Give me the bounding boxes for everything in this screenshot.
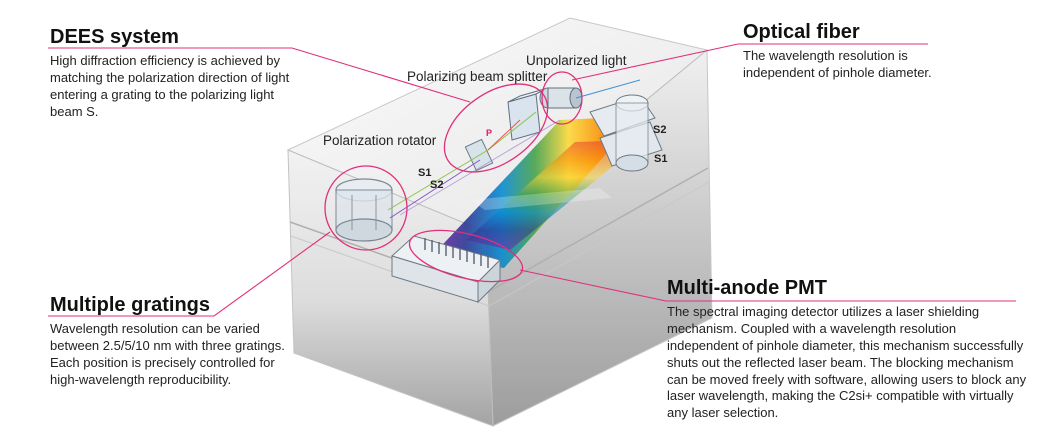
callout-fiber: Optical fiber The wavelength resolution … bbox=[743, 21, 953, 82]
leader-line-dees bbox=[48, 47, 471, 103]
dispersed-spectrum bbox=[430, 116, 645, 268]
spectrum-beam-lower bbox=[466, 140, 645, 250]
callout-gratings-text: Wavelength resolution can be varied betw… bbox=[50, 321, 285, 387]
fiber-collimator bbox=[539, 87, 583, 109]
enclosure-shelf-line-lower bbox=[290, 181, 710, 307]
callout-dees: DEES system High diffraction efficiency … bbox=[50, 26, 300, 121]
label-polarization-rotator: Polarization rotator bbox=[323, 133, 437, 148]
label-s1-right: S1 bbox=[654, 153, 668, 165]
callout-gratings: Multiple gratings Wavelength resolution … bbox=[50, 294, 290, 389]
label-beam-splitter: Polarizing beam splitter bbox=[407, 69, 548, 84]
callout-pmt: Multi-anode PMT The spectral imaging det… bbox=[667, 277, 1029, 422]
mirror-assembly bbox=[589, 94, 663, 172]
callout-circle-fiber bbox=[541, 71, 583, 125]
label-unpolarized-light: Unpolarized light bbox=[526, 53, 627, 68]
label-s1-left: S1 bbox=[418, 167, 432, 179]
callout-pmt-text: The spectral imaging detector utilizes a… bbox=[667, 304, 1027, 421]
callout-fiber-title: Optical fiber bbox=[743, 21, 860, 43]
grating-turret bbox=[335, 178, 393, 242]
leader-line-gratings bbox=[48, 231, 331, 317]
callout-fiber-text: The wavelength resolution is independent… bbox=[743, 48, 932, 80]
leader-line-fiber bbox=[571, 43, 928, 81]
callout-pmt-title: Multi-anode PMT bbox=[667, 277, 827, 299]
callout-circle-gratings bbox=[324, 165, 408, 251]
callout-circle-dees bbox=[443, 83, 549, 173]
pmt-detector-array bbox=[391, 235, 501, 304]
label-p: P bbox=[486, 128, 493, 138]
optical-components bbox=[335, 79, 663, 304]
beam-paths bbox=[387, 79, 641, 219]
callout-dees-text: High diffraction efficiency is achieved … bbox=[50, 53, 290, 119]
spectrum-beam-band bbox=[470, 188, 612, 210]
callout-gratings-title: Multiple gratings bbox=[50, 294, 210, 316]
leader-line-pmt bbox=[519, 269, 1016, 302]
leader-lines bbox=[48, 43, 1016, 317]
label-s2-left: S2 bbox=[430, 179, 444, 191]
label-s2-right: S2 bbox=[653, 124, 667, 136]
callout-dees-title: DEES system bbox=[50, 26, 179, 48]
